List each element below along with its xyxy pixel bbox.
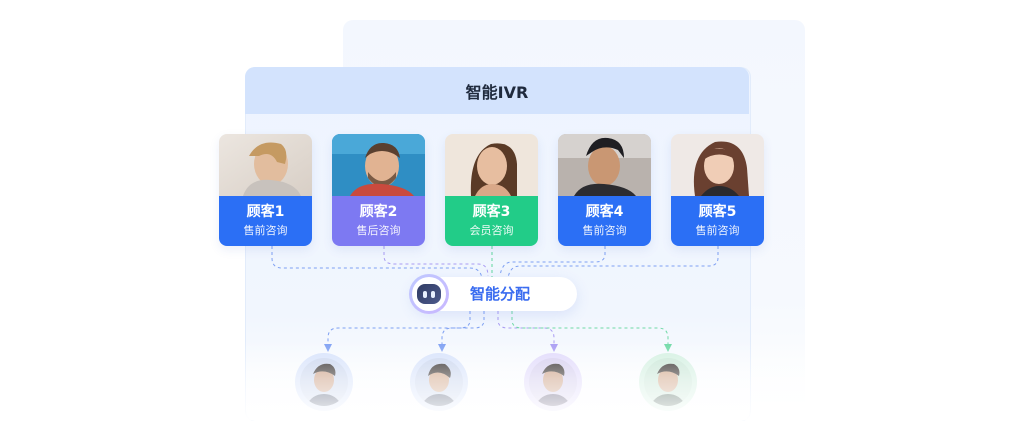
customer-photo (332, 134, 425, 196)
customer-tag: 售后咨询 (356, 224, 401, 237)
connector-customer-5 (507, 246, 719, 279)
customer-info: 顾客5 售前咨询 (671, 196, 764, 246)
customer-name: 顾客5 (698, 204, 737, 220)
customer-photo (671, 134, 764, 196)
customer-card-2: 顾客2 售后咨询 (332, 134, 425, 246)
customer-photo (558, 134, 651, 196)
connector-agent-4 (511, 311, 672, 352)
customer-tag: 售前咨询 (695, 224, 740, 237)
customer-info: 顾客1 售前咨询 (219, 196, 312, 246)
connector-customer-1 (271, 246, 483, 279)
customer-tag: 会员咨询 (469, 224, 514, 237)
ivr-header: 智能IVR (245, 67, 749, 114)
customer-info: 顾客3 会员咨询 (445, 196, 538, 246)
connector-customer-2 (383, 246, 489, 277)
agent-avatar-3 (524, 353, 582, 411)
agent-avatar-1 (295, 353, 353, 411)
connector-agent-2 (438, 311, 485, 352)
customer-name: 顾客3 (472, 204, 511, 220)
customer-photo (219, 134, 312, 196)
agent-avatar-2 (410, 353, 468, 411)
connector-customer-4 (499, 246, 606, 277)
customer-name: 顾客4 (585, 204, 624, 220)
customer-card-1: 顾客1 售前咨询 (219, 134, 312, 246)
connector-agent-3 (497, 311, 558, 352)
customer-name: 顾客2 (359, 204, 398, 220)
robot-icon (409, 274, 449, 314)
customer-card-3: 顾客3 会员咨询 (445, 134, 538, 246)
customer-info: 顾客2 售后咨询 (332, 196, 425, 246)
connector-agent-1 (324, 311, 471, 352)
agent-avatar-4 (639, 353, 697, 411)
customer-info: 顾客4 售前咨询 (558, 196, 651, 246)
dispatcher-label: 智能分配 (470, 285, 531, 303)
customer-tag: 售前咨询 (582, 224, 627, 237)
customer-tag: 售前咨询 (243, 224, 288, 237)
customer-card-4: 顾客4 售前咨询 (558, 134, 651, 246)
customer-name: 顾客1 (246, 204, 285, 220)
customer-card-5: 顾客5 售前咨询 (671, 134, 764, 246)
ivr-title: 智能IVR (465, 82, 529, 102)
customer-photo (445, 134, 538, 196)
